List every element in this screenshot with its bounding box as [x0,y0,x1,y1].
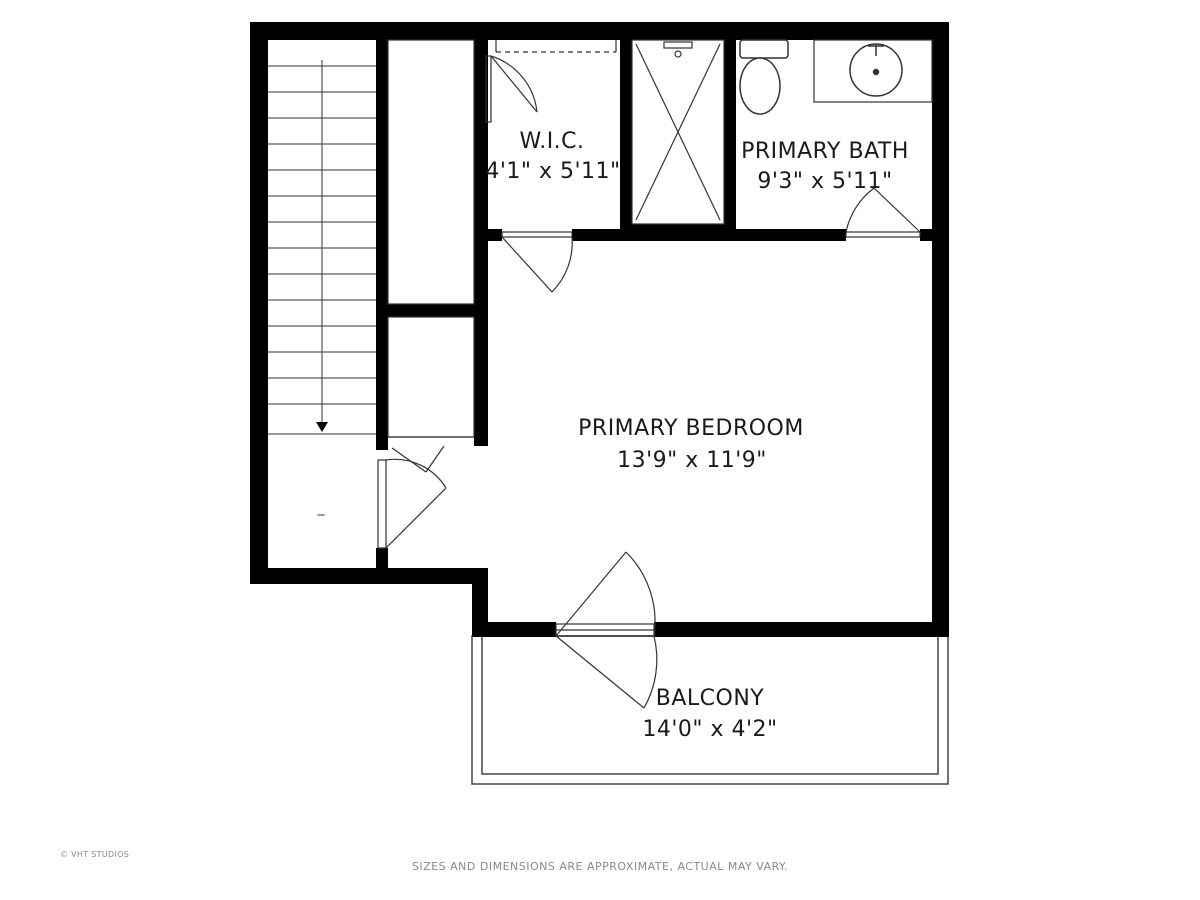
wic-door [485,55,538,123]
thin-lines [387,39,933,438]
toilet-icon [739,39,789,115]
balcony-name: BALCONY [656,686,765,711]
primary-bath-size: 9'3" x 5'11" [757,169,892,194]
outer-walls [250,22,949,637]
balcony-size: 14'0" x 4'2" [642,717,777,742]
stair-arrow-icon [316,422,328,432]
primary-bedroom-size: 13'9" x 11'9" [617,448,767,473]
staircase [268,60,376,435]
shower [631,39,725,225]
bath-door [845,187,921,238]
primary-bedroom-name: PRIMARY BEDROOM [578,416,804,441]
balcony-door [555,551,658,709]
interior-walls [376,40,934,576]
copyright-text: © VHT STUDIOS [60,850,130,859]
sink-icon [849,43,903,97]
closet-door [377,445,447,549]
stair-mark: _ [317,500,326,516]
doors [377,55,921,709]
wic-name: W.I.C. [519,129,584,154]
primary-bath-name: PRIMARY BATH [741,139,909,164]
wic-size: 4'1" x 5'11" [485,159,620,184]
bedroom-door [501,231,573,293]
disclaimer-text: SIZES AND DIMENSIONS ARE APPROXIMATE, AC… [411,860,789,873]
